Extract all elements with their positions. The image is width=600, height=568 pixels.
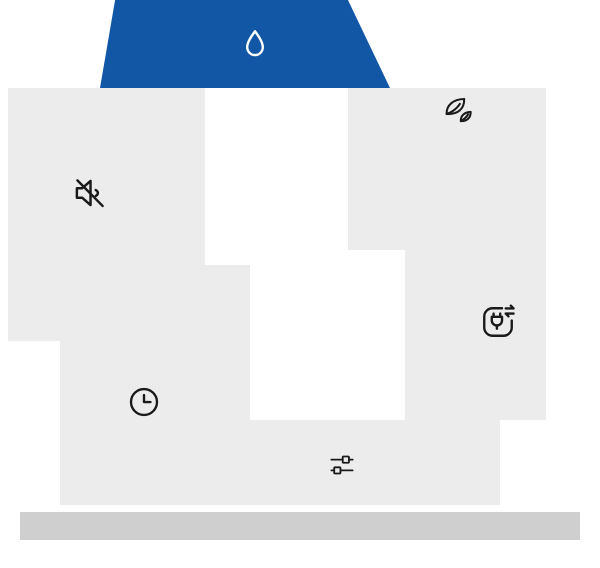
water-banner[interactable] bbox=[100, 0, 390, 88]
options-sliders-icon bbox=[325, 448, 359, 482]
tile-options[interactable] bbox=[205, 420, 500, 505]
bottom-bar bbox=[20, 512, 580, 540]
plug-swap-icon bbox=[476, 300, 520, 344]
volume-mute-icon bbox=[69, 172, 111, 214]
eco-leaf-icon bbox=[439, 92, 477, 130]
water-drop-icon bbox=[237, 26, 273, 62]
clock-icon bbox=[125, 383, 163, 421]
tile-plug[interactable] bbox=[405, 155, 546, 420]
